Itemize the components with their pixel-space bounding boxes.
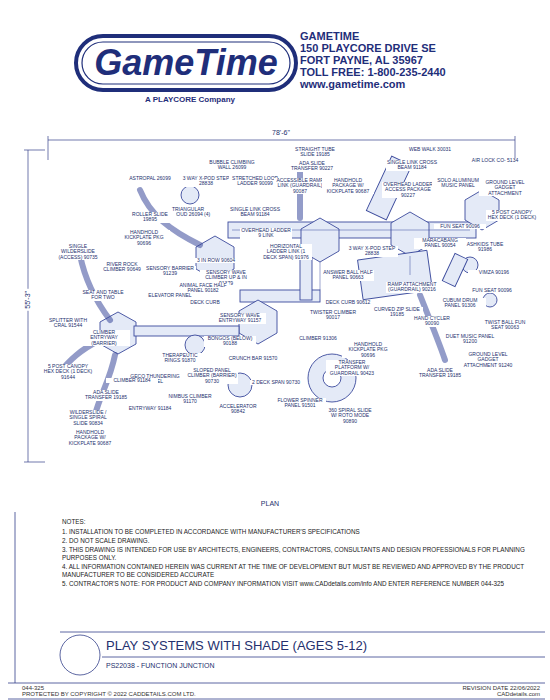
part-callout: HANDHOLD PACKAGE W/ KICKPLATE 90687	[64, 430, 116, 446]
part-callout: HANDHOLD KICKPLATE PKG 90696	[342, 342, 394, 358]
part-callout: NIMBUS CLIMBER 91170	[164, 394, 216, 405]
part-callout: 3 IN ROW 90604	[190, 258, 242, 263]
drawing-caption: PS22038 - FUNCTION JUNCTION	[106, 662, 215, 670]
part-callout: CRUNCH BAR 91570	[227, 356, 279, 361]
part-callout: ADA SLIDE TRANSFER 19185	[414, 368, 466, 379]
part-callout: RAMP ATTACHMENT (GUARDRAIL) 90216	[386, 282, 438, 293]
part-callout: BUBBLE CLIMBING WALL 26099	[206, 160, 258, 171]
part-callout: ASHKIDS TUBE 91986	[459, 242, 511, 253]
part-callout: BONGOS (BELOW) 90188	[204, 336, 256, 347]
part-callout: ENTRYWAY 91184	[124, 406, 176, 411]
part-callout: CLIMBER ENTRYWAY (BARRIER)	[78, 330, 130, 346]
sheet-label: PROTECTED BY COPYRIGHT © 2022 CADDETAILS…	[22, 691, 196, 698]
part-callout: HORIZONTAL LADDER LINK (1 DECK SPAN) 919…	[260, 244, 312, 260]
part-callout: ANSWER BALL HALF PANEL 90663	[322, 270, 374, 281]
part-callout: GROUND LEVEL GADGET ATTACHMENT 91240	[462, 352, 514, 368]
part-callout: SENSORY BARRIER 91239	[144, 266, 196, 277]
part-callout: VIMZA 90196	[468, 270, 520, 275]
part-callout: 360 SPIRAL SLIDE W/ ROTO MODE 90890	[324, 408, 376, 424]
part-callout: RIVER ROCK CLIMBER 90649	[96, 262, 148, 273]
sheet-label: CADdetails.com	[497, 691, 540, 698]
part-callout: 5 POST CANOPY HEX DECK (1 DECK) 91644	[42, 364, 94, 380]
sheet-label: 4. ALL INFORMATION CONTAINED HEREIN WAS …	[62, 563, 532, 579]
part-callout: 3 WAY X-POD STEP 28838	[346, 246, 398, 257]
part-callout: FLOWER SPINNER PANEL 91501	[274, 398, 326, 409]
part-callout: DECK CURB	[179, 300, 231, 305]
part-callout: DUET MUSIC PANEL 91200	[444, 334, 496, 345]
part-callout: STRAIGHT TUBE SLIDE 19185	[289, 147, 341, 158]
part-callout: WEB WALK 30031	[404, 147, 456, 152]
sheet-label: 2. DO NOT SCALE DRAWING.	[62, 537, 532, 545]
sheet-label: 044-325	[22, 685, 44, 692]
part-callout: ACCESSIBLE RAMP LINK (GUARDRAIL) 90087	[274, 178, 326, 194]
sheet-label: GameTime	[94, 42, 277, 84]
sheet-label: REVISION DATE 22/06/2022	[462, 685, 540, 692]
part-callout: SLOPED PANEL CLIMBER (BARRIER) 90730	[186, 368, 238, 384]
part-callout: ADA SLIDE TRANSFER 90227	[286, 161, 338, 172]
part-callout: 5 POST CANOPY HEX DECK (1 DECK)	[486, 210, 538, 221]
drawing-title: PLAY SYSTEMS WITH SHADE (AGES 5-12)	[106, 639, 367, 653]
part-callout: TWIST BALL FUN SEAT 90063	[479, 320, 531, 331]
part-callout: ASTROPAL 26099	[124, 176, 176, 181]
part-callout: CLIMBER 91306	[292, 336, 344, 341]
part-callout: TRANSFER PLATFORM W/ GUARDRAIL 90423	[326, 360, 378, 376]
sheet-label: NOTES:	[62, 518, 532, 526]
part-callout: FUN SEAT 90096	[466, 288, 518, 293]
sheet-label: 3. THIS DRAWING IS INTENDED FOR USE BY A…	[62, 546, 532, 562]
sheet-label: PLAN	[259, 500, 281, 508]
part-callout: OVERHEAD LADDER ACCESS PACKAGE 90227	[382, 182, 434, 198]
part-callout: HANDHOLD PACKAGE W/ KICKPLATE 90687	[322, 178, 374, 194]
part-callout: THERAPEUTIC RINGS 91870	[154, 353, 206, 364]
part-callout: 3 WAY X-POD STEP 28838	[180, 176, 232, 187]
part-callout: ADA SLIDE TRANSFER 19185	[80, 390, 132, 401]
part-callout: SEAT AND TABLE FOR TWO	[77, 290, 129, 301]
sheet-label: www.gametime.com	[300, 78, 405, 90]
part-callout: GROUND LEVEL GADGET ATTACHMENT	[479, 180, 531, 196]
part-callout: SENSORY WAVE ENTRYWAY 91157	[214, 313, 266, 324]
part-callout: AIR LOCK CO- 5134	[469, 158, 521, 163]
sheet-label: TOLL FREE: 1-800-235-2440	[300, 66, 446, 78]
part-callout: CLIMBER 91184	[106, 378, 158, 383]
sheet-label: 78'-6"	[270, 129, 292, 137]
sheet-label: 1. INSTALLATION TO BE COMPLETED IN ACCOR…	[62, 528, 532, 536]
part-callout: CUBUM DRUM PANEL 91306	[434, 298, 486, 309]
sheet-label: 150 PLAYCORE DRIVE SE	[300, 42, 436, 54]
sheet-label: 5. CONTRACTOR'S NOTE: FOR PRODUCT AND CO…	[62, 580, 532, 588]
sheet-label: FORT PAYNE, AL 35967	[300, 54, 423, 66]
part-callout: ANIMAL FACE HALF PANEL 90182	[177, 283, 229, 294]
part-callout: SOLO ALUMINUM MUSIC PANEL	[432, 178, 484, 189]
part-callout: SPLITTER WITH CRAL 91544	[42, 318, 94, 329]
part-callout: 2 DECK SPAN 90730	[250, 380, 302, 385]
sheet-label: GAMETIME	[300, 30, 359, 42]
part-callout: TWISTER CLIMBER 90017	[307, 310, 359, 321]
part-callout: HANDHOLD KICKPLATE PKG 90696	[118, 230, 170, 246]
part-callout: HAND CYCLER 90090	[406, 316, 458, 327]
part-callout: DECK CURB 90612	[322, 300, 374, 305]
part-callout: SINGLE WILDERSLIDE (ACCESS) 90735	[52, 244, 104, 260]
part-callout: WILDERSLIDE / SINGLE SPIRAL SLIDE 90834	[62, 410, 114, 426]
part-callout: FUN SEAT 90096	[434, 224, 486, 229]
part-callout: SINGLE LINK CROSS BEAM 91184	[386, 160, 438, 171]
sheet-label: A PLAYCORE Company	[145, 96, 235, 105]
part-callout: ROLLER SLIDE 19895	[124, 212, 176, 223]
part-callout: SINGLE LINK CROSS BEAM 91184	[229, 207, 281, 218]
part-callout: ELEVATOR PANEL	[144, 293, 196, 298]
part-callout: ACCELERATOR 90842	[212, 404, 264, 415]
part-callout: OVERHEAD LADDER 9 LINK	[240, 228, 292, 239]
sheet-label: 55'-3"	[24, 289, 32, 311]
